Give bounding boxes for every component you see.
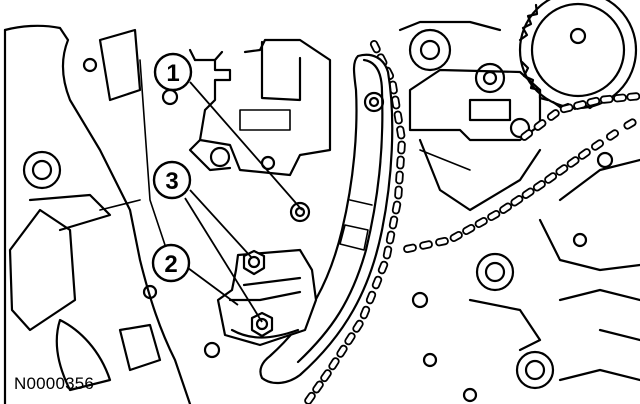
- circle-hole-icon: [82, 57, 98, 73]
- circle-hole-icon: [142, 284, 158, 300]
- chain-link: [359, 305, 371, 320]
- chain-link: [382, 245, 393, 260]
- chain-link: [388, 215, 399, 230]
- chain-link: [371, 275, 383, 290]
- chain-link: [449, 230, 463, 243]
- chain-link: [573, 100, 587, 110]
- chain-link: [605, 129, 620, 141]
- circle-hole-icon: [484, 261, 506, 283]
- chain-link: [391, 200, 402, 215]
- timing-chain: [304, 39, 640, 404]
- callout-label: 2: [164, 251, 177, 278]
- chain-link: [394, 185, 403, 200]
- circle-hole-icon: [31, 159, 53, 181]
- chain-link: [613, 93, 627, 103]
- circle-hole-icon: [524, 359, 546, 381]
- right-engine-cover: [398, 20, 640, 382]
- hex-bolt-icon: [250, 311, 274, 338]
- callout-label: 3: [165, 168, 178, 195]
- chain-link: [520, 129, 534, 141]
- circle-hole-icon: [572, 232, 588, 248]
- chain-link: [369, 39, 381, 54]
- chain-link: [396, 125, 406, 140]
- chain-link: [533, 119, 547, 131]
- chain-link: [555, 164, 569, 176]
- mounting-holes: [22, 57, 614, 403]
- chain-link: [559, 103, 574, 114]
- chain-link: [304, 391, 316, 404]
- callout-1: 1: [153, 52, 193, 92]
- circle-hole-icon: [596, 151, 614, 169]
- chain-link: [510, 195, 524, 207]
- camshaft-sprocket: [518, 0, 638, 111]
- callout-label: 1: [166, 60, 179, 87]
- chain-link: [320, 369, 332, 383]
- chain-link: [623, 118, 637, 130]
- chain-link: [395, 170, 404, 185]
- chain-link: [312, 380, 324, 394]
- chain-link: [577, 148, 591, 160]
- chain-link: [586, 96, 601, 107]
- chain-link: [385, 230, 396, 245]
- figure-id: N0000356: [14, 374, 95, 393]
- circle-hole-icon: [368, 96, 380, 108]
- circle-hole-icon: [203, 341, 221, 359]
- engine-block-left: [3, 24, 192, 404]
- circle-hole-icon: [509, 117, 531, 139]
- chain-link: [462, 223, 476, 236]
- chain-link: [419, 240, 433, 250]
- chain-link: [521, 187, 535, 199]
- upper-left-sprocket: [408, 28, 506, 94]
- chain-link: [487, 209, 501, 222]
- circle-hole-icon: [289, 201, 311, 223]
- chain-link: [566, 156, 580, 168]
- circle-hole-icon: [411, 291, 429, 309]
- chain-link: [626, 92, 640, 102]
- circle-hole-icon: [161, 88, 179, 106]
- circle-hole-icon: [475, 252, 515, 292]
- timing-chain-tensioner-arm: [259, 53, 394, 385]
- circle-hole-icon: [363, 91, 385, 113]
- circle-hole-icon: [22, 150, 62, 190]
- hex-bolt-icon: [242, 249, 266, 276]
- chain-link: [532, 180, 546, 192]
- chain-link: [352, 319, 364, 333]
- chain-link: [377, 260, 389, 275]
- circle-hole-icon: [294, 206, 306, 218]
- chain-link: [344, 332, 356, 346]
- chain-link: [590, 139, 605, 151]
- timing-chain-tensioner: [216, 248, 318, 347]
- chain-link: [397, 140, 406, 155]
- circle-hole-icon: [209, 146, 231, 168]
- chain-link: [435, 236, 449, 247]
- chain-link: [391, 95, 401, 110]
- chain-link: [544, 172, 558, 184]
- chain-link: [365, 290, 377, 305]
- callout-3: 3: [152, 160, 192, 200]
- chain-link: [403, 243, 417, 254]
- circle-hole-icon: [422, 352, 438, 368]
- chain-link: [393, 110, 403, 125]
- chain-link: [546, 109, 560, 121]
- chain-link: [396, 155, 405, 170]
- circle-hole-icon: [462, 387, 478, 403]
- chain-link: [328, 357, 340, 371]
- solenoid-housing: [188, 38, 332, 177]
- chain-link: [336, 344, 348, 358]
- callout-leaders: [184, 81, 303, 323]
- circle-hole-icon: [515, 350, 555, 390]
- callout-2: 2: [151, 243, 191, 283]
- chain-link: [474, 216, 488, 229]
- chain-link: [499, 202, 513, 214]
- chain-link: [599, 94, 614, 104]
